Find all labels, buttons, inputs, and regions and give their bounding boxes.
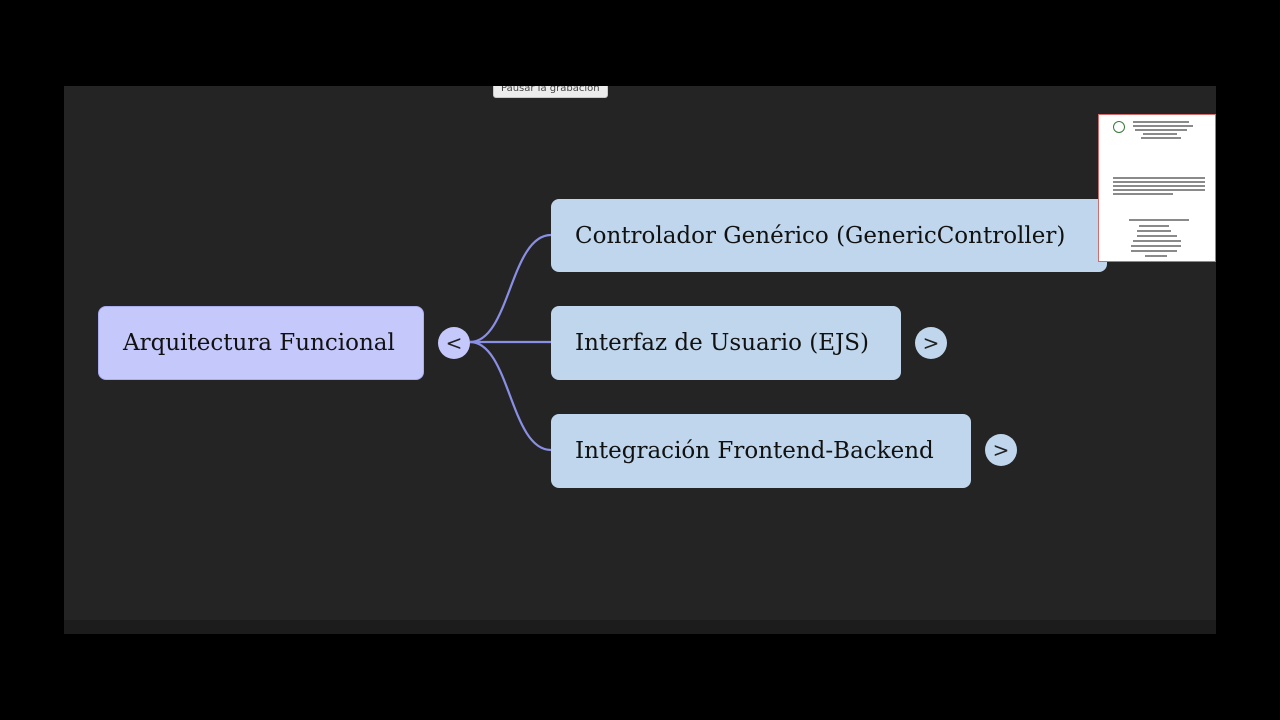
- doc-line: [1133, 240, 1181, 242]
- doc-line: [1133, 121, 1189, 123]
- root-node-arquitectura-funcional[interactable]: Arquitectura Funcional: [98, 306, 424, 380]
- doc-line: [1113, 177, 1205, 179]
- bottom-toolbar-strip: [64, 620, 1216, 634]
- child-node-label: Controlador Genérico (GenericController): [575, 222, 1066, 249]
- collapse-toggle-root[interactable]: <: [438, 327, 470, 359]
- doc-line: [1131, 245, 1181, 247]
- mindmap-edges: [469, 233, 552, 452]
- doc-line: [1113, 185, 1205, 187]
- doc-line: [1113, 193, 1173, 195]
- doc-line: [1113, 189, 1205, 191]
- doc-line: [1141, 137, 1181, 139]
- pause-recording-tooltip[interactable]: Pausar la grabación: [493, 86, 608, 98]
- doc-line: [1143, 133, 1177, 135]
- child-node-controlador-generico[interactable]: Controlador Genérico (GenericController): [551, 199, 1107, 272]
- doc-line: [1139, 225, 1169, 227]
- doc-line: [1131, 250, 1177, 252]
- edge-to-integracion: [469, 340, 552, 452]
- expand-toggle-integracion[interactable]: >: [985, 434, 1017, 466]
- child-node-label: Interfaz de Usuario (EJS): [575, 330, 869, 356]
- expand-toggle-interfaz[interactable]: >: [915, 327, 947, 359]
- doc-line: [1133, 125, 1193, 127]
- edge-to-controlador: [469, 233, 552, 344]
- doc-line: [1137, 230, 1171, 232]
- doc-line: [1129, 219, 1189, 221]
- child-node-integracion-frontend-backend[interactable]: Integración Frontend-Backend: [551, 414, 971, 488]
- seal-icon: [1113, 121, 1125, 133]
- doc-line: [1137, 235, 1177, 237]
- child-node-label: Integración Frontend-Backend: [575, 438, 934, 464]
- child-node-interfaz-de-usuario[interactable]: Interfaz de Usuario (EJS): [551, 306, 901, 380]
- doc-line: [1135, 129, 1187, 131]
- document-thumbnail[interactable]: [1098, 114, 1216, 262]
- doc-line: [1113, 181, 1205, 183]
- mindmap-canvas: Pausar la grabación Arquitectura Funcion…: [64, 86, 1216, 634]
- root-node-label: Arquitectura Funcional: [123, 330, 395, 356]
- doc-line: [1145, 255, 1167, 257]
